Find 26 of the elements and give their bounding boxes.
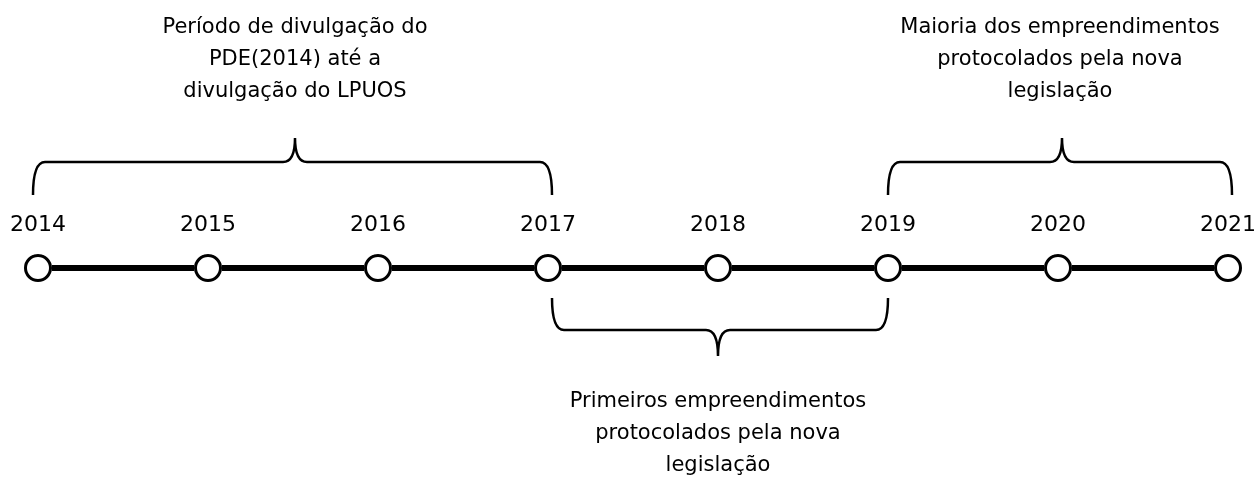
timeline-circle — [1214, 254, 1242, 282]
timeline-segment — [1072, 265, 1214, 271]
timeline-segment — [562, 265, 704, 271]
timeline-circle — [704, 254, 732, 282]
timeline-circle — [24, 254, 52, 282]
annotation-text: Período de divulgação do PDE(2014) até a divulgação do LPUOS — [161, 13, 429, 104]
year-label: 2019 — [860, 211, 916, 236]
timeline-segment — [222, 265, 364, 271]
year-label: 2015 — [180, 211, 236, 236]
timeline-circle — [534, 254, 562, 282]
annotation-text: Primeiros empreendimentos protocolados pela nova legislação — [568, 387, 868, 478]
timeline-circle — [874, 254, 902, 282]
year-label: 2014 — [10, 211, 66, 236]
timeline-segment — [52, 265, 194, 271]
timeline-segment — [902, 265, 1044, 271]
annotation-text: Maioria dos empreendimentos protocolados pela nova legislação — [899, 13, 1221, 104]
year-label: 2016 — [350, 211, 406, 236]
year-label: 2021 — [1200, 211, 1256, 236]
year-label: 2017 — [520, 211, 576, 236]
year-label: 2020 — [1030, 211, 1086, 236]
year-label: 2018 — [690, 211, 746, 236]
timeline-circle — [364, 254, 392, 282]
timeline-circle — [194, 254, 222, 282]
timeline-segment — [732, 265, 874, 271]
timeline-circle — [1044, 254, 1072, 282]
timeline-segment — [392, 265, 534, 271]
